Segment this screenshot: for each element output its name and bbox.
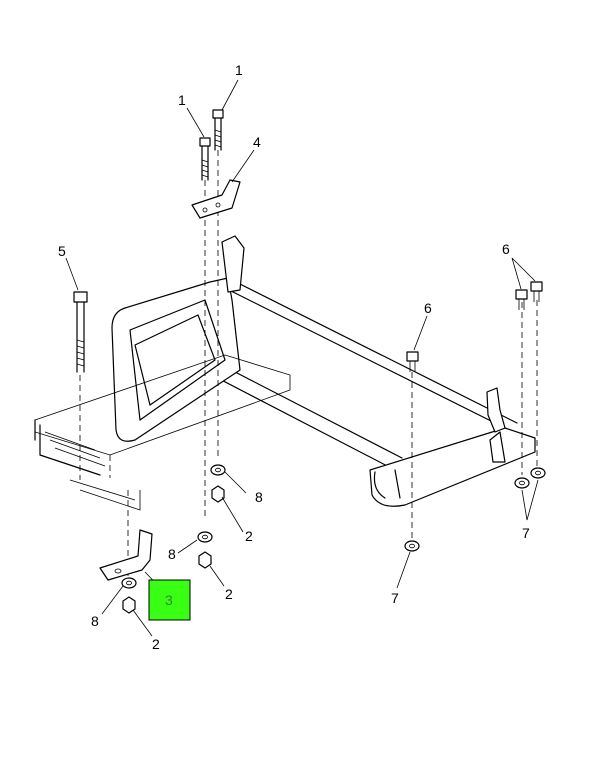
bolt-5 xyxy=(73,291,88,373)
bolt-6-right-a xyxy=(515,289,528,310)
callout-1-left: 1 xyxy=(178,92,186,108)
callout-7-center: 7 xyxy=(391,590,399,606)
callout-6-right: 6 xyxy=(502,241,510,257)
bolt-1-right xyxy=(212,109,224,151)
bracket-3 xyxy=(99,529,153,581)
callout-8-a: 8 xyxy=(255,489,263,505)
nut-2-a xyxy=(211,485,225,503)
callout-8-b: 8 xyxy=(168,546,176,562)
callout-labels: 1 1 4 5 6 6 8 2 8 2 8 2 7 7 xyxy=(58,62,530,652)
bolt-6-right-b xyxy=(530,281,543,302)
washer-8-a xyxy=(210,464,226,476)
bolt-1-left xyxy=(199,137,211,181)
washer-8-b xyxy=(197,531,213,543)
callout-2-b: 2 xyxy=(225,586,233,602)
washer-8-c xyxy=(121,577,137,589)
callout-2-a: 2 xyxy=(245,528,253,544)
callout-1-top: 1 xyxy=(235,62,243,78)
callout-3: 3 xyxy=(165,592,173,608)
callout-5: 5 xyxy=(58,243,66,259)
nut-2-b xyxy=(198,551,212,569)
bolt-6-center xyxy=(406,351,419,372)
callout-2-c: 2 xyxy=(152,636,160,652)
callout-4: 4 xyxy=(253,134,261,150)
leader-lines xyxy=(65,79,539,637)
frame-assembly xyxy=(34,235,536,511)
nut-2-c xyxy=(122,596,136,614)
callout-6-center: 6 xyxy=(424,300,432,316)
washer-7-right-a xyxy=(514,477,530,489)
bracket-4 xyxy=(191,179,241,219)
washer-7-right-b xyxy=(530,467,546,479)
washer-7-center xyxy=(404,540,420,552)
highlight-callout-3: 3 xyxy=(148,579,191,621)
callout-8-c: 8 xyxy=(91,613,99,629)
callout-7-right: 7 xyxy=(522,525,530,541)
highlight-box xyxy=(148,579,191,621)
